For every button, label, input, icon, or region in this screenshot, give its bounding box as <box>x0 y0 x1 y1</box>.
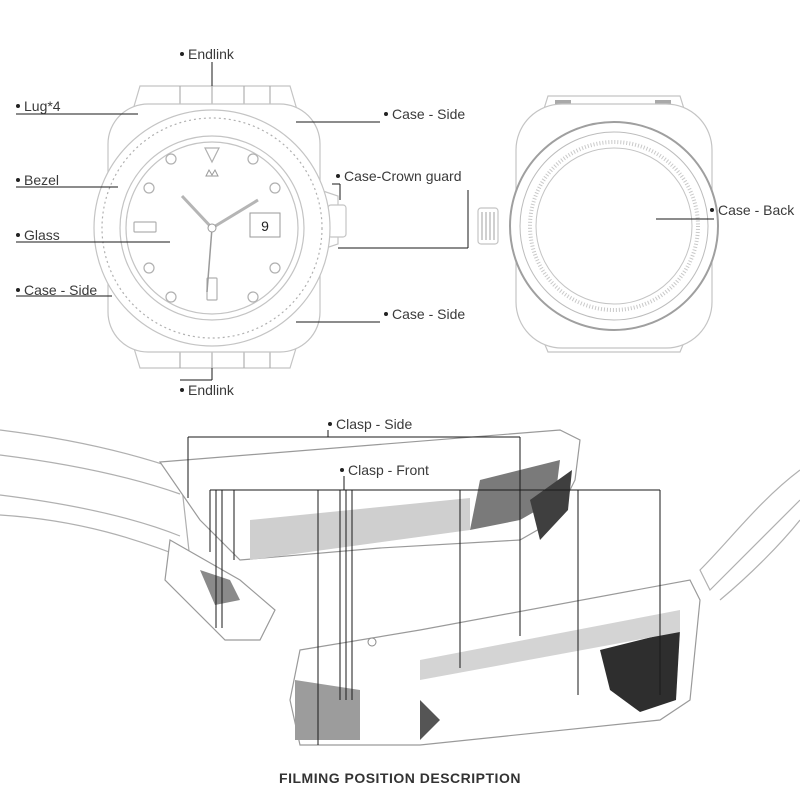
label-case-side-left: Case - Side <box>16 282 97 298</box>
bullet-dot-icon <box>710 208 714 213</box>
label-endlink-top: Endlink <box>180 46 234 62</box>
bullet-dot-icon <box>328 422 332 427</box>
bullet-dot-icon <box>384 312 388 317</box>
label-case-side-bottom-right: Case - Side <box>384 306 465 322</box>
bullet-dot-icon <box>336 174 340 179</box>
clasp-illustration <box>0 429 800 746</box>
label-endlink-bottom-text: Endlink <box>188 382 234 398</box>
label-lug: Lug*4 <box>16 98 61 114</box>
bullet-dot-icon <box>180 388 184 393</box>
label-glass-text: Glass <box>24 227 60 243</box>
label-case-side-bottom-right-text: Case - Side <box>392 306 466 322</box>
bullet-dot-icon <box>340 468 344 473</box>
crown-shape <box>327 204 347 238</box>
label-case-back: Case - Back <box>710 202 794 218</box>
label-case-side-top-right: Case - Side <box>384 106 465 122</box>
bullet-dot-icon <box>16 288 20 293</box>
label-bezel-text: Bezel <box>24 172 60 188</box>
label-clasp-side: Clasp - Side <box>328 416 412 432</box>
label-case-crown-guard: Case-Crown guard <box>336 168 462 184</box>
bullet-dot-icon <box>16 104 20 109</box>
label-endlink-bottom: Endlink <box>180 382 234 398</box>
label-clasp-front-text: Clasp - Front <box>348 462 429 478</box>
label-clasp-front: Clasp - Front <box>340 462 429 478</box>
date-numeral: 9 <box>261 218 269 234</box>
leader-lines <box>16 62 714 745</box>
label-glass: Glass <box>16 227 60 243</box>
bullet-dot-icon <box>180 52 184 57</box>
bullet-dot-icon <box>384 112 388 117</box>
label-case-back-text: Case - Back <box>718 202 795 218</box>
label-lug-text: Lug*4 <box>24 98 61 114</box>
date-window <box>249 212 281 238</box>
label-clasp-side-text: Clasp - Side <box>336 416 413 432</box>
diagram-caption: FILMING POSITION DESCRIPTION <box>279 770 521 786</box>
bullet-dot-icon <box>16 178 20 183</box>
label-case-side-top-right-text: Case - Side <box>392 106 466 122</box>
label-case-crown-guard-text: Case-Crown guard <box>344 168 462 184</box>
watch-back <box>477 95 719 353</box>
label-endlink-top-text: Endlink <box>188 46 234 62</box>
label-case-side-left-text: Case - Side <box>24 282 98 298</box>
bullet-dot-icon <box>16 233 20 238</box>
watch-front <box>93 85 347 369</box>
label-bezel: Bezel <box>16 172 59 188</box>
